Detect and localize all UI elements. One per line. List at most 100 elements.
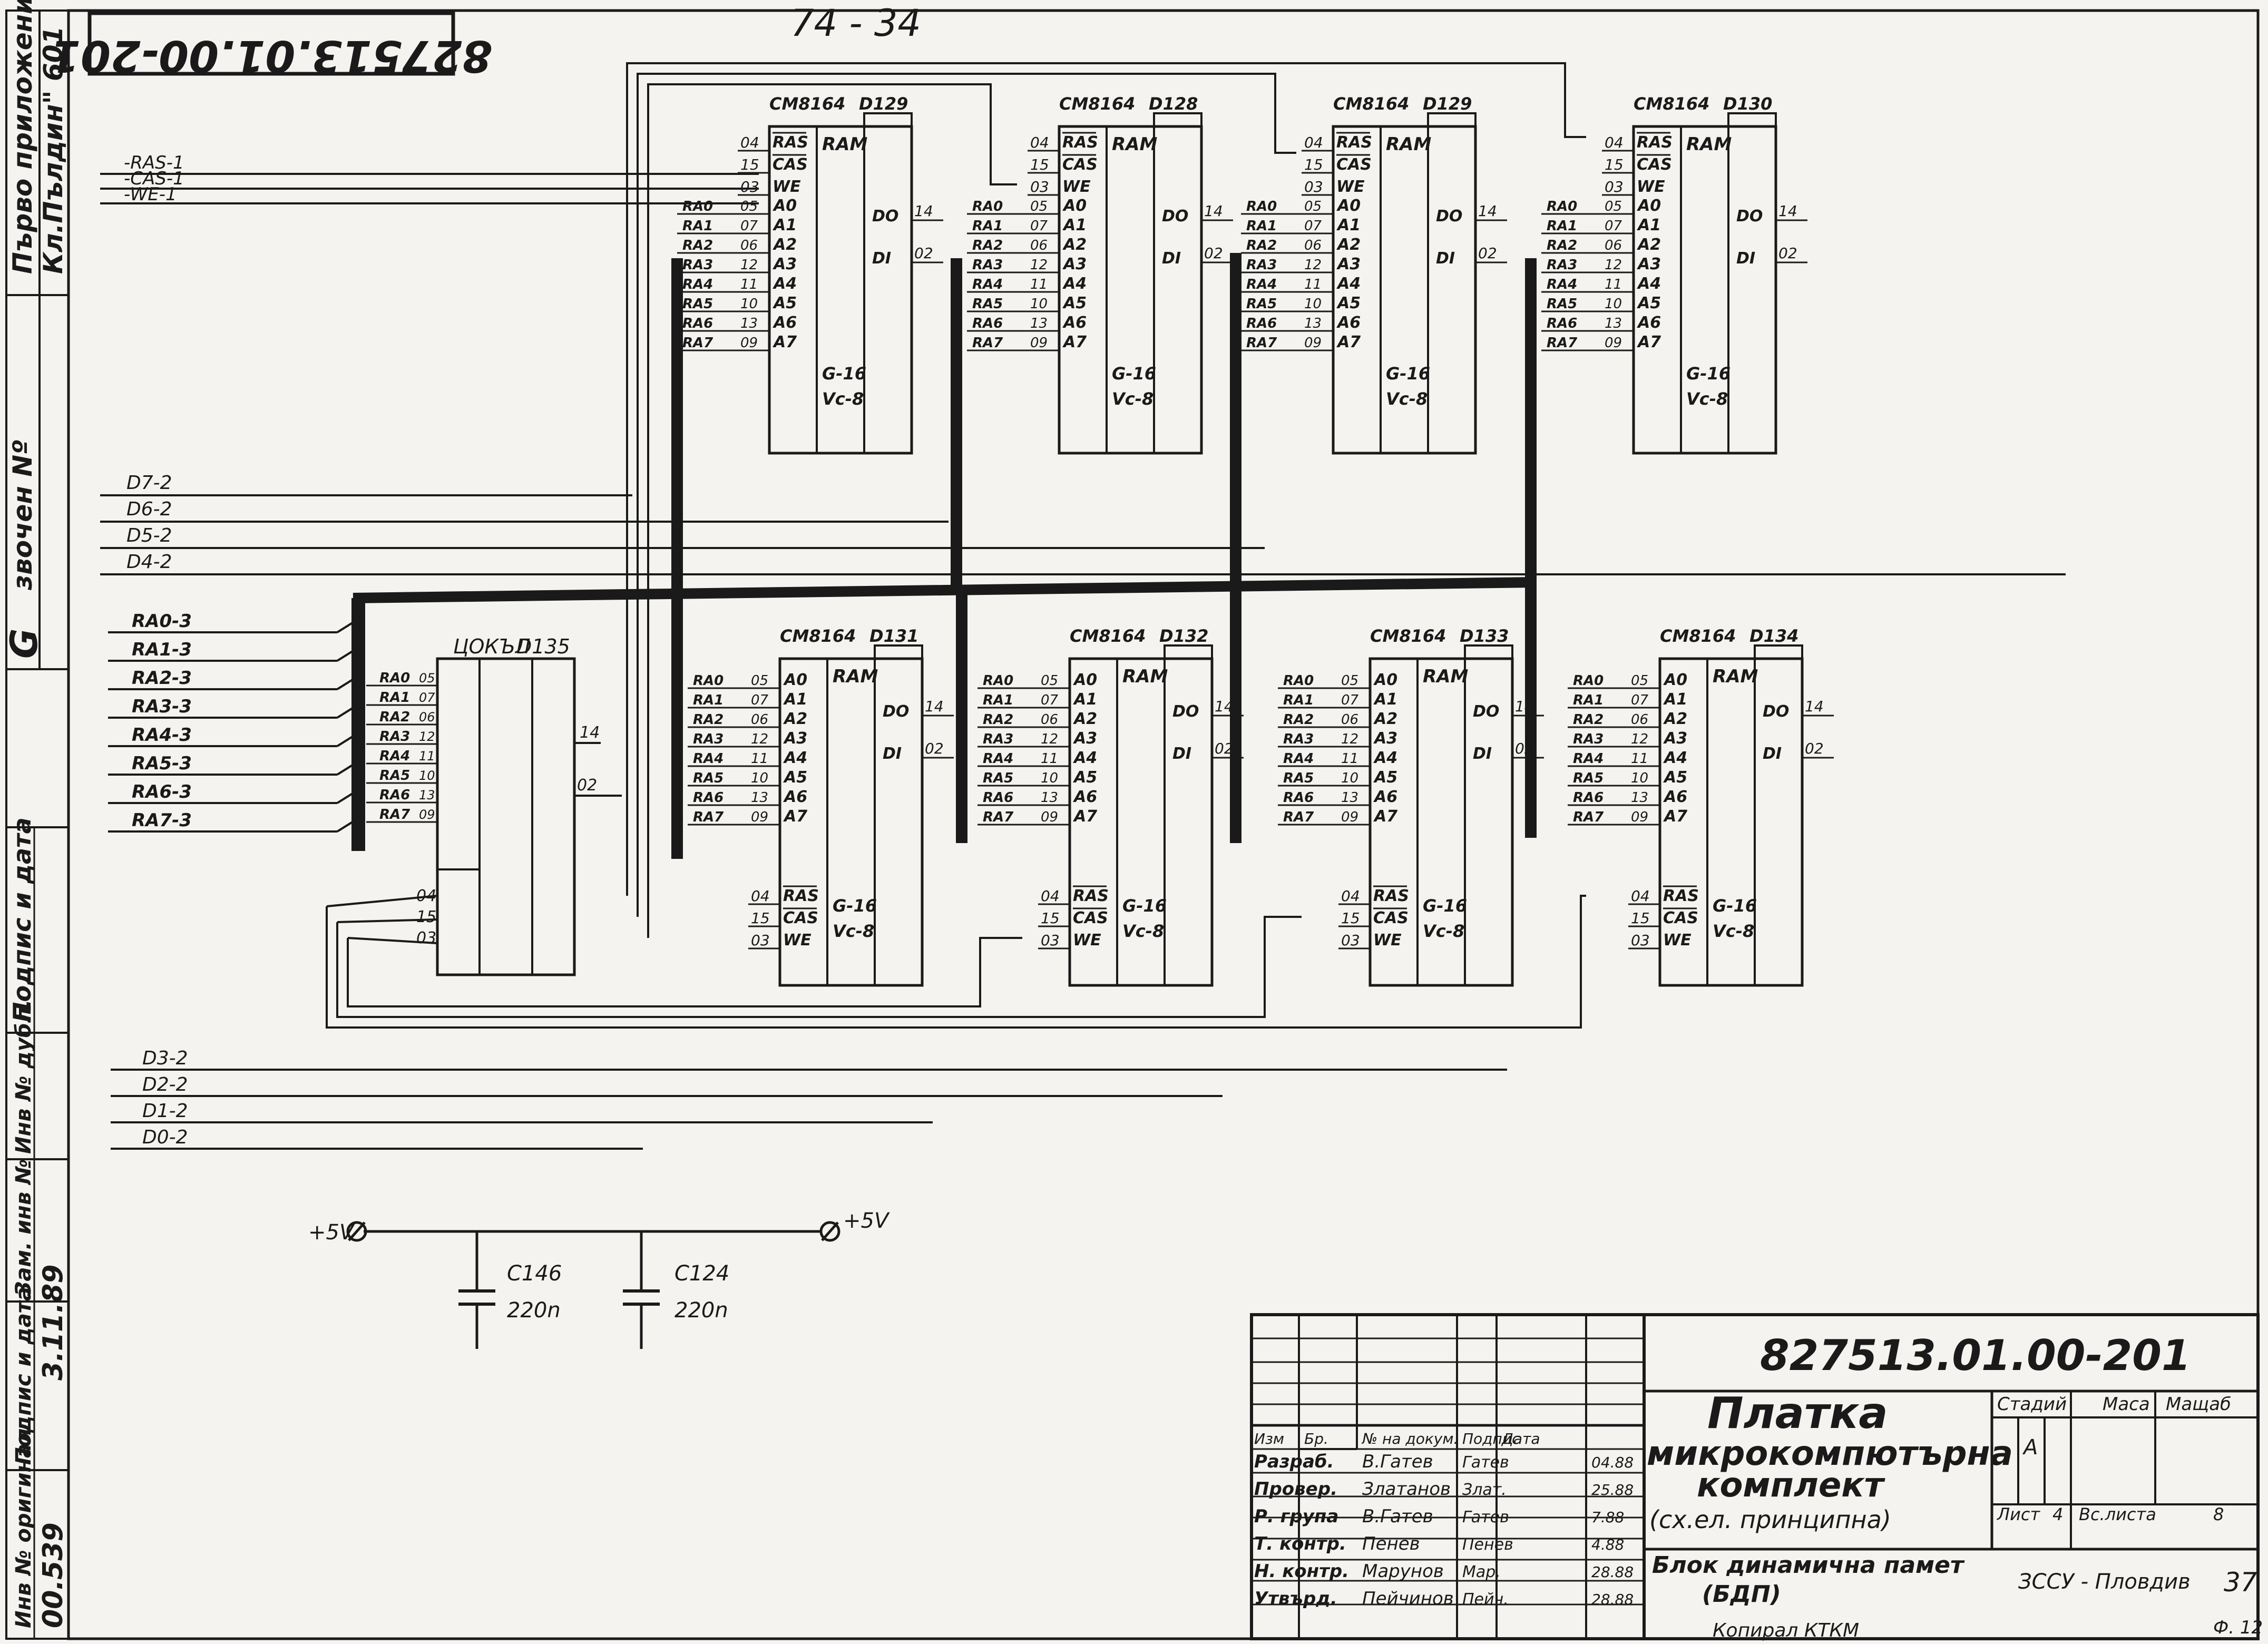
socket-pin-03: 03 (416, 929, 436, 947)
chip-ram-label: RAM (1686, 134, 1732, 155)
chip-ctrl-num: 04 (751, 887, 770, 905)
title-scale-hdr: Мащаб (2166, 1394, 2231, 1415)
chip-addr-net: RA3 (1246, 257, 1277, 273)
chip-di-num: 02 (925, 740, 944, 757)
capacitor-c124: C124 220n (623, 1231, 729, 1349)
chip-header-tab (1427, 112, 1477, 128)
chip-addr-net: RA0 (1547, 199, 1577, 214)
chip-gnd-label: G-16 (833, 896, 877, 916)
chip-addr-pin: A3 (1073, 729, 1097, 748)
chip-header-tab (874, 644, 923, 660)
chip-ctrl-pin: WE (773, 178, 801, 196)
socket-addr-num: 06 (419, 710, 435, 725)
chip-do-num: 14 (1515, 698, 1534, 715)
data-hi-d5: D5-2 (126, 525, 172, 546)
chip-addr-num: 09 (1304, 335, 1322, 351)
left-strip-mark-g: G (3, 629, 46, 659)
chip-addr-num: 11 (1631, 751, 1648, 767)
chip-addr-net: RA3 (1283, 731, 1314, 747)
chip-addr-num: 05 (1341, 673, 1358, 689)
chip-ctrl-num: 04 (1631, 887, 1650, 905)
chip-addr-num: 13 (1030, 316, 1048, 331)
chip-do-num: 14 (1778, 202, 1797, 220)
addr-in-bend (336, 621, 355, 633)
title-line-1: Платка (1707, 1388, 1888, 1438)
chip-addr-num: 11 (1304, 277, 1322, 292)
chip-addr-net: RA4 (983, 751, 1013, 767)
chip-addr-num: 07 (1304, 218, 1322, 234)
chip-addr-net: RA0 (1283, 673, 1314, 689)
chip-addr-pin: A6 (1637, 314, 1661, 332)
power-rail: +5V +5V (308, 1209, 890, 1245)
chip-addr-pin: A0 (783, 671, 807, 689)
data-high-lines (100, 494, 2066, 575)
chip-header-tab (1727, 112, 1777, 128)
data-lo-d3: D3-2 (142, 1048, 188, 1069)
chip-di-num: 02 (1515, 740, 1534, 757)
chip-addr-pin: A2 (1373, 710, 1397, 728)
chip-addr-num: 11 (1030, 277, 1048, 292)
chip-addr-num: 13 (1631, 790, 1648, 806)
title-org: ЗССУ - Пловдив (2018, 1570, 2191, 1594)
chip-addr-pin: A3 (773, 255, 797, 273)
title-stage-hdr: Стадий (1997, 1394, 2067, 1415)
chip-addr-pin: A6 (783, 788, 807, 806)
chip-addr-pin: A4 (1073, 749, 1097, 767)
chip-addr-num: 09 (1605, 335, 1622, 351)
chip-addr-pin: A5 (1062, 294, 1087, 312)
chip-ctrl-num: 03 (1341, 932, 1360, 949)
chip-header-tab (1754, 644, 1803, 660)
chip-addr-net: RA3 (1573, 731, 1604, 747)
chip-header-tab (863, 112, 913, 128)
chip-addr-net: RA4 (682, 277, 713, 292)
chip-addr-net: RA7 (1283, 809, 1314, 825)
chip-di-num: 02 (1215, 740, 1234, 757)
chip-ctrl-num: 04 (1341, 887, 1360, 905)
socket-pin-di: 02 (577, 776, 597, 795)
data-lo-d1: D1-2 (142, 1100, 188, 1122)
chip-ctrl-pin: RAS (1637, 133, 1673, 152)
c146-value: 220n (507, 1298, 561, 1323)
chip-addr-num: 07 (1030, 218, 1048, 234)
chip-addr-num: 05 (740, 199, 758, 214)
chip-di-label: DI (883, 745, 902, 763)
addr-in-label-7: RA7-3 (132, 810, 192, 831)
chip-addr-pin: A0 (773, 197, 797, 215)
chip-do-label: DO (1436, 207, 1462, 226)
chip-addr-net: RA7 (1547, 335, 1578, 351)
chip-addr-pin: A0 (1073, 671, 1097, 689)
chip-addr-net: RA2 (1547, 238, 1577, 253)
chip-ctrl-num: 04 (1304, 134, 1323, 151)
chip-gnd-label: G-16 (1423, 896, 1467, 916)
title-bottom-note: Копирал КТКМ (1713, 1620, 1859, 1641)
chip-addr-pin: A2 (773, 236, 797, 254)
chip-body (1632, 125, 1777, 455)
socket-addr-net: RA5 (379, 768, 410, 784)
chip-addr-pin: A5 (1336, 294, 1361, 312)
chip-addr-net: RA5 (1547, 296, 1577, 312)
chip-addr-net: RA7 (682, 335, 713, 351)
top-note: 74 - 34 (790, 2, 921, 45)
socket-pin-15: 15 (416, 908, 436, 926)
chip-addr-num: 13 (1605, 316, 1622, 331)
chip-ram-label: RAM (1386, 134, 1431, 155)
chip-addr-pin: A6 (773, 314, 797, 332)
chip-ctrl-pin: WE (1073, 931, 1101, 950)
chip-addr-num: 07 (1341, 692, 1359, 708)
chip-addr-num: 09 (1631, 809, 1648, 825)
chip-addr-num: 12 (1030, 257, 1048, 273)
chip-addr-num: 06 (1605, 238, 1622, 253)
chip-addr-net: RA6 (1246, 316, 1277, 331)
chip-addr-net: RA7 (1246, 335, 1277, 351)
chip-addr-net: RA5 (1246, 296, 1277, 312)
chip-addr-net: RA7 (1573, 809, 1604, 825)
title-row-sign: Гатев (1462, 1453, 1509, 1472)
chip-part: CM8164 (1370, 626, 1446, 646)
chip-addr-pin: A0 (1336, 197, 1361, 215)
chip-addr-net: RA4 (1246, 277, 1277, 292)
chip-addr-pin: A5 (773, 294, 797, 312)
addr-in-label-0: RA0-3 (132, 611, 192, 632)
chip-addr-net: RA7 (972, 335, 1003, 351)
chip-ctrl-pin: RAS (773, 133, 808, 152)
